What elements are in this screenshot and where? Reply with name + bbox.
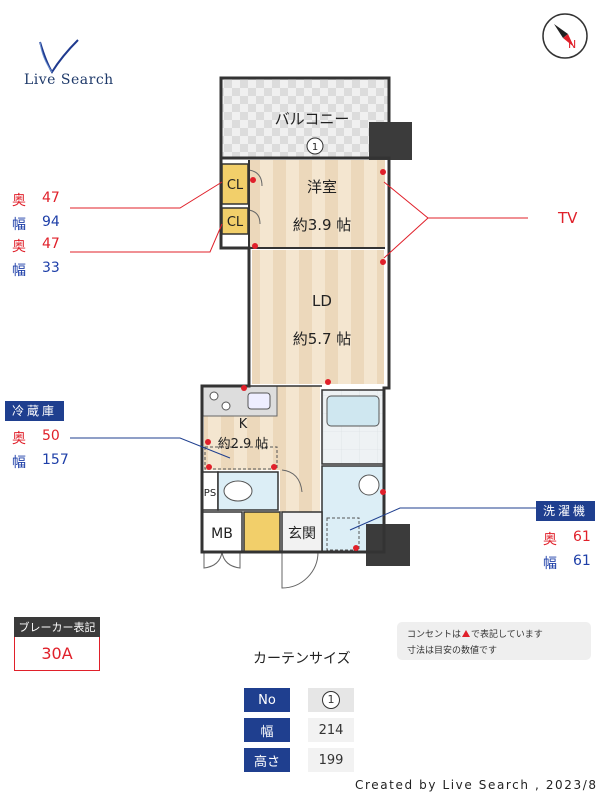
curtain-size-table: No 1 幅 214 高さ 199	[244, 682, 354, 778]
curtain-row-width: 幅 214	[244, 718, 354, 742]
western-room-label: 洋室	[307, 178, 337, 196]
entrance	[281, 511, 323, 553]
closet-2-label: CL	[227, 215, 244, 230]
notes-box: コンセントはで表記しています 寸法は目安の数値です	[397, 622, 591, 660]
ld-floor	[252, 250, 384, 384]
ld-label: LD	[312, 292, 332, 310]
closet-1-depth-label: 奥	[12, 193, 26, 209]
notes-line1-pre: コンセントは	[407, 630, 462, 640]
washer-width-label: 幅	[543, 556, 557, 572]
curtain-height-label: 高さ	[244, 748, 290, 772]
notes-line2: 寸法は目安の数値です	[407, 646, 498, 656]
closet-2-width-label: 幅	[12, 263, 26, 279]
closet-2-width-value: 33	[42, 260, 60, 276]
live-search-logo-icon	[39, 39, 79, 74]
curtain-row-no: No 1	[244, 688, 354, 712]
curtain-width-value: 214	[308, 718, 354, 742]
fridge-depth-value: 50	[42, 428, 60, 444]
fridge-dims: 奥 50 幅 157	[12, 428, 69, 472]
western-room-size: 約3.9 帖	[293, 216, 352, 234]
leader-lines	[70, 181, 542, 531]
fridge-info: 冷蔵庫	[5, 400, 65, 421]
curtain-no-value: 1	[322, 691, 340, 709]
footer-credit: Created by Live Search , 2023/8	[355, 778, 598, 792]
fridge-width-label: 幅	[12, 455, 26, 471]
breaker-box: ブレーカー表記 30A	[14, 617, 100, 671]
outlet-markers	[205, 169, 386, 551]
fridge-width-value: 157	[42, 452, 69, 468]
washer-info: 洗濯機	[536, 500, 596, 521]
closet-1	[221, 163, 249, 205]
breaker-value: 30A	[14, 637, 100, 671]
washer-depth-label: 奥	[543, 532, 557, 548]
kitchen-label: K	[239, 417, 248, 432]
tv-label: TV	[557, 209, 578, 227]
closet-2-depth-value: 47	[42, 236, 60, 252]
shoe-storage	[243, 511, 281, 553]
washer-depth-value: 61	[573, 529, 591, 545]
fridge-depth-label: 奥	[12, 431, 26, 447]
notes-line1-post: で表記しています	[471, 630, 543, 640]
fridge-space	[204, 446, 278, 470]
logo-text: Live Search	[24, 72, 114, 88]
breaker-title: ブレーカー表記	[14, 617, 100, 637]
closet-1-depth-value: 47	[42, 190, 60, 206]
closet-1-dims: 奥 47 幅 94	[12, 190, 60, 234]
fridge-badge: 冷蔵庫	[5, 401, 65, 421]
closet-2-depth-label: 奥	[12, 239, 26, 255]
compass-icon: N	[542, 13, 588, 59]
washroom-pillar	[366, 524, 410, 566]
washer-dims: 奥 61 幅 61	[543, 529, 591, 573]
hallway	[280, 466, 320, 512]
mb-label: MB	[211, 526, 233, 542]
balcony-pillar	[369, 122, 412, 160]
compass-north-label: N	[568, 38, 576, 51]
window-number-label: 1	[312, 142, 318, 153]
curtain-no-label: No	[244, 688, 290, 712]
ps-label: PS	[204, 488, 216, 499]
entrance-label: 玄関	[288, 525, 316, 542]
balcony-label: バルコニー	[275, 110, 350, 128]
kitchen-size: 約2.9 帖	[218, 437, 269, 452]
bathtub	[326, 395, 380, 427]
curtain-height-value: 199	[308, 748, 354, 772]
curtain-size-title: カーテンサイズ	[253, 651, 351, 667]
washer-space	[326, 517, 360, 551]
western-room-floor	[249, 160, 385, 248]
closet-1-width-value: 94	[42, 214, 60, 230]
balcony-area	[219, 76, 391, 160]
outlet-legend-icon	[462, 630, 471, 637]
curtain-width-label: 幅	[244, 718, 290, 742]
closet-1-label: CL	[227, 178, 244, 193]
curtain-window-marker	[306, 137, 324, 155]
ld-size: 約5.7 帖	[293, 330, 352, 348]
washer-width-value: 61	[573, 553, 591, 569]
toilet	[358, 474, 380, 496]
washer-badge: 洗濯機	[536, 501, 596, 521]
closet-2-dims: 奥 47 幅 33	[12, 236, 60, 280]
closet-1-width-label: 幅	[12, 217, 26, 233]
curtain-row-height: 高さ 199	[244, 748, 354, 772]
exterior-wall	[200, 156, 391, 554]
